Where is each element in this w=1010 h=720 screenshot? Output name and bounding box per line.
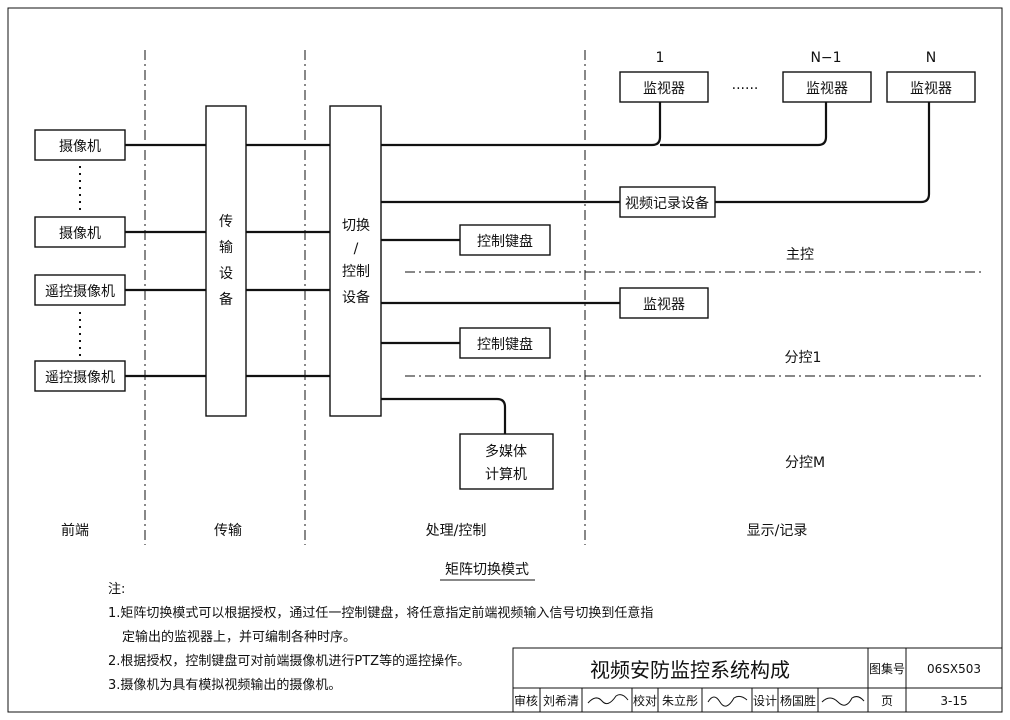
review-label: 审核: [514, 693, 538, 708]
control-keyboard-main-box: [459, 224, 551, 256]
link-multimedia-computer: [381, 397, 507, 434]
monitor-box-1: [619, 71, 709, 103]
title-block-frame: [512, 647, 1003, 713]
check-label: 校对: [633, 693, 657, 708]
link-monitor-n-minus-1: [660, 102, 828, 147]
notes-heading: 注:: [108, 582, 126, 597]
monitor-box-n: [886, 71, 976, 103]
transmission-label-2: 输: [219, 240, 233, 256]
monitor-box-n-minus-1: [782, 71, 872, 103]
switch-label-4: 设备: [342, 289, 370, 306]
column-label-display: 显示/记录: [747, 523, 808, 539]
remote-camera-box-1: [34, 274, 126, 306]
notes: 注: 1.矩阵切换模式可以根据授权，通过任一控制键盘，将任意指定前端视频输入信号…: [108, 578, 654, 698]
monitor-index-1: 1: [656, 50, 665, 66]
title-block-atlas-label: 图集号: [869, 661, 905, 676]
monitor-ellipsis: ······: [732, 81, 759, 97]
transmission-label-4: 备: [219, 291, 233, 308]
monitor-label-sub1: 监视器: [643, 297, 685, 313]
zone-label-sub1: 分控1: [785, 350, 822, 366]
monitor-index-n-minus-1: N−1: [810, 50, 841, 66]
multimedia-computer-box: [459, 433, 554, 490]
column-label-processing: 处理/控制: [426, 523, 487, 539]
zone-label-main: 主控: [786, 247, 814, 263]
page-label: 页: [881, 694, 893, 708]
camera-box-1: [34, 129, 126, 161]
switch-label-1: 切换: [342, 217, 370, 234]
link-monitor-n: [715, 102, 931, 204]
video-recorder-box: [619, 186, 716, 218]
camera-label-2: 摄像机: [59, 226, 101, 242]
diagram-title: 矩阵切换模式: [445, 561, 529, 578]
monitor-label-n: 监视器: [910, 81, 952, 97]
note-item-3: 3.摄像机为具有模拟视频输出的摄像机。: [108, 678, 342, 693]
monitor-index-n: N: [926, 50, 936, 66]
designer-name: 杨国胜: [780, 693, 816, 708]
multimedia-computer-label-2: 计算机: [485, 467, 527, 483]
remote-camera-label-1: 遥控摄像机: [45, 284, 115, 300]
transmission-label-3: 设: [219, 266, 233, 282]
monitor-box-sub1: [619, 287, 709, 319]
note-item-1-continued: 定输出的监视器上，并可编制各种时序。: [122, 630, 357, 645]
title-block-atlas-no: 06SX503: [927, 662, 981, 676]
switch-label-2: /: [354, 241, 359, 257]
monitor-label-n-minus-1: 监视器: [806, 81, 848, 97]
note-item-1: 1.矩阵切换模式可以根据授权，通过任一控制键盘，将任意指定前端视频输入信号切换到…: [108, 606, 654, 621]
outer-frame: [7, 7, 1003, 713]
designer-signature: [821, 696, 865, 706]
monitor-label-1: 监视器: [643, 81, 685, 97]
column-label-transmission: 传输: [214, 523, 242, 539]
video-recorder-label: 视频记录设备: [625, 195, 709, 212]
multimedia-computer-label-1: 多媒体: [485, 443, 527, 460]
zone-label-sub-m: 分控M: [785, 455, 825, 471]
switch-control-equipment: [329, 105, 382, 417]
reviewer-name: 刘希清: [543, 693, 579, 708]
checker-signature: [707, 695, 748, 707]
transmission-equipment: [205, 105, 247, 417]
remote-camera-label-2: 遥控摄像机: [45, 370, 115, 386]
reviewer-signature: [587, 694, 629, 705]
camera-label-1: 摄像机: [59, 139, 101, 155]
camera-box-2: [34, 216, 126, 248]
checker-name: 朱立彤: [662, 693, 698, 708]
control-keyboard-main-label: 控制键盘: [477, 233, 533, 250]
note-item-2: 2.根据授权，控制键盘可对前端摄像机进行PTZ等的遥控操作。: [108, 654, 471, 669]
control-keyboard-sub1-box: [459, 327, 551, 359]
title-block-title: 视频安防监控系统构成: [590, 658, 790, 682]
page-number: 3-15: [940, 694, 967, 708]
switch-label-3: 控制: [342, 264, 370, 280]
link-monitor-1: [381, 102, 662, 147]
column-label-front: 前端: [61, 522, 89, 539]
remote-camera-box-2: [34, 360, 126, 392]
design-label: 设计: [753, 694, 777, 708]
transmission-label-1: 传: [219, 214, 233, 230]
control-keyboard-sub1-label: 控制键盘: [477, 336, 533, 353]
